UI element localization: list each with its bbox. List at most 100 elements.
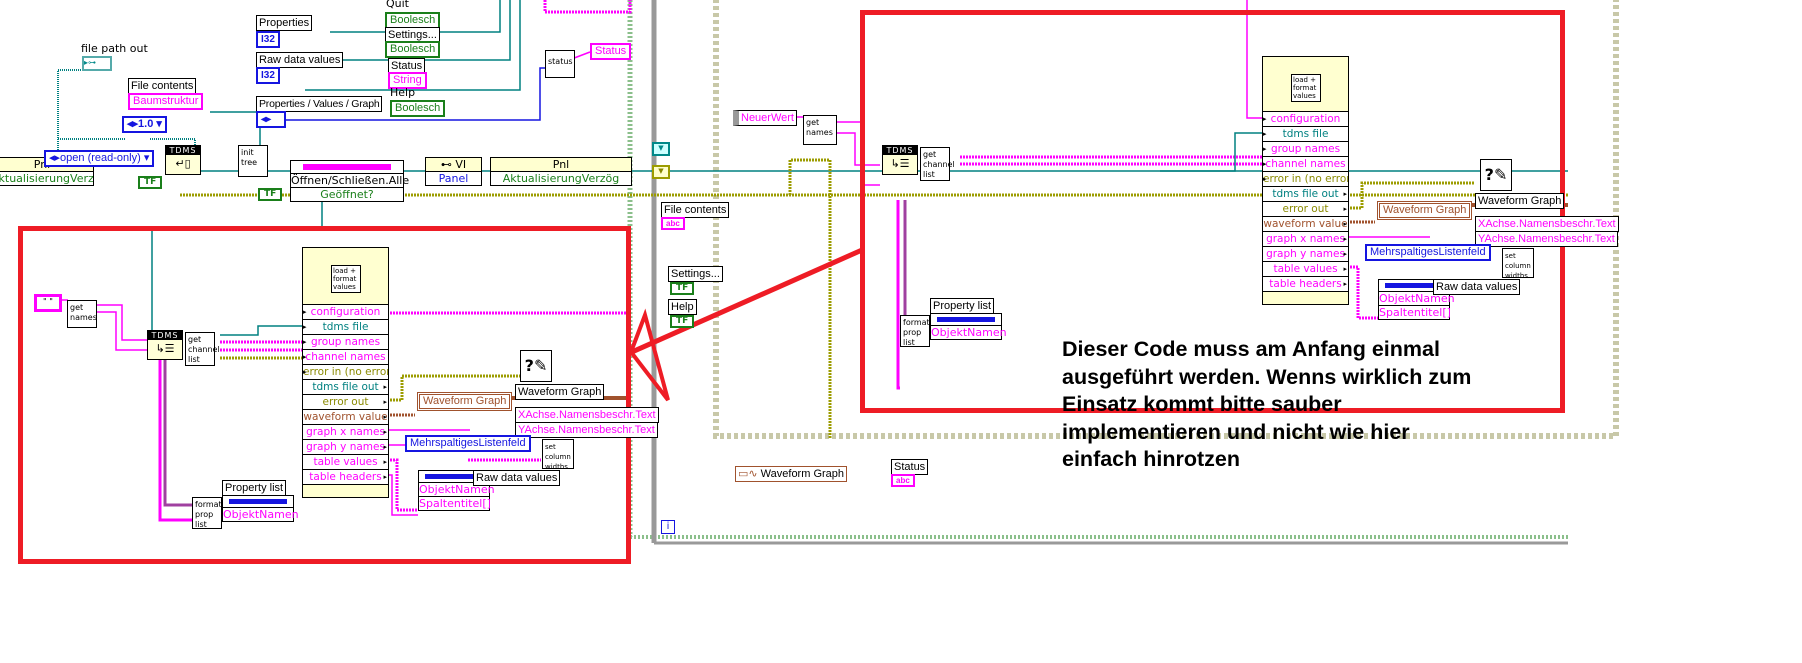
empty-string-constant[interactable]: " " — [34, 294, 62, 312]
node-header: load + format values — [1263, 57, 1348, 111]
open-mode-enum[interactable]: ◂▸open (read-only) ▾ — [44, 150, 155, 167]
case-structure-border — [713, 0, 1619, 439]
node-terminal-tdms-file-out[interactable]: tdms file out — [303, 379, 388, 394]
node-terminal-graph-y-names[interactable]: graph y names — [1263, 246, 1348, 261]
objekt-namen-property[interactable]: ObjektNamen — [419, 482, 495, 496]
xaxis-property[interactable]: XAchse.Namensbeschr.Text — [1475, 216, 1619, 232]
node-terminal-table-values[interactable]: table values — [1263, 261, 1348, 276]
node-terminal-table-headers[interactable]: table headers — [1263, 276, 1348, 291]
node-terminal-group-names[interactable]: group names — [1263, 141, 1348, 156]
waveform-graph-ref[interactable]: Waveform Graph — [1377, 201, 1473, 220]
waveform-graph-terminal[interactable]: ▭∿ Waveform Graph — [735, 466, 848, 482]
annotation-arrow — [630, 247, 864, 355]
node-terminal-error-in-no-error-[interactable]: error in (no error) — [1263, 171, 1348, 186]
boolean-constant[interactable]: TF — [258, 188, 283, 201]
properties-terminal[interactable]: I32 — [256, 31, 280, 48]
node-terminal-graph-x-names[interactable]: graph x names — [1263, 231, 1348, 246]
set-column-widths-subvi[interactable]: set column widths — [1502, 248, 1534, 280]
shift-register-icon[interactable]: ▼ — [652, 142, 670, 156]
open-close-all: Öffnen/Schließen.Alle — [291, 173, 410, 187]
status-indicator[interactable]: Status — [590, 43, 632, 60]
help-ref[interactable]: Boolesch — [390, 100, 446, 117]
property-list-node[interactable]: ObjektNamen — [930, 313, 1007, 340]
spaltentitel-property[interactable]: Spaltentitel[] — [1379, 305, 1451, 319]
pvg-label: Properties / Values / Graph — [256, 96, 383, 112]
objekt-namen-property[interactable]: ObjektNamen — [931, 325, 1007, 339]
load-format-values-node[interactable]: load + format valuesconfigurationtdms fi… — [302, 247, 389, 498]
node-terminal-group-names[interactable]: group names — [303, 334, 388, 349]
help-terminal[interactable]: TF — [670, 315, 695, 328]
node-terminal-error-out[interactable]: error out — [1263, 201, 1348, 216]
listbox-ref[interactable]: MehrspaltigesListenfeld — [405, 435, 531, 452]
tdms-list-contents-node[interactable]: TDMS↳☰ — [882, 145, 918, 175]
clear-errors-icon[interactable]: ?✎ — [1480, 159, 1512, 191]
objekt-namen-property[interactable]: ObjektNamen — [1379, 291, 1455, 305]
clear-errors-icon[interactable]: ?✎ — [520, 350, 552, 382]
node-terminal-configuration[interactable]: configuration — [303, 304, 388, 319]
load-format-values-subvi[interactable]: load + format values — [331, 265, 361, 293]
tdms-open-node[interactable]: TDMS↵▯ — [165, 145, 201, 175]
tdms-list-contents-node[interactable]: TDMS↳☰ — [147, 330, 183, 360]
node-terminal-tdms-file[interactable]: tdms file — [303, 319, 388, 334]
version-ring[interactable]: ◂▸1.0 ▾ — [122, 116, 167, 133]
format-prop-list-subvi[interactable]: format prop list — [900, 315, 930, 347]
node-footer — [303, 484, 388, 497]
node-terminal-tdms-file[interactable]: tdms file — [1263, 126, 1348, 141]
node-terminal-tdms-file-out[interactable]: tdms file out — [1263, 186, 1348, 201]
status-ref[interactable]: String — [388, 72, 427, 89]
node-terminal-error-out[interactable]: error out — [303, 394, 388, 409]
tdms-label: TDMS — [148, 331, 182, 340]
node-terminal-error-in-no-error-[interactable]: error in (no error) — [303, 364, 388, 379]
neuer-wert-terminal[interactable]: NeuerWert — [733, 110, 797, 126]
init-tree-subvi[interactable]: init tree — [238, 145, 268, 177]
listbox-ref[interactable]: MehrspaltigesListenfeld — [1365, 244, 1491, 261]
status-terminal[interactable]: abc — [891, 474, 915, 487]
yaxis-property[interactable]: YAchse.Namensbeschr.Text — [1475, 231, 1618, 247]
path-indicator-icon[interactable]: ▸⊶ — [82, 56, 112, 71]
get-channel-list-subvi[interactable]: get channel list — [185, 332, 220, 366]
load-format-values-node[interactable]: load + format valuesconfigurationtdms fi… — [1262, 56, 1349, 305]
boolean-constant[interactable]: TF — [138, 176, 163, 189]
yaxis-property[interactable]: YAchse.Namensbeschr.Text — [515, 422, 658, 438]
get-names-subvi[interactable]: get names — [803, 115, 837, 145]
annotation-box-right — [860, 10, 1565, 413]
spaltentitel-property[interactable]: Spaltentitel[] — [419, 496, 491, 510]
settings-terminal[interactable]: TF — [670, 282, 695, 295]
help-label: Help — [390, 86, 416, 99]
node-terminal-channel-names[interactable]: channel names — [303, 349, 388, 364]
get-names-subvi[interactable]: get names — [67, 300, 97, 328]
settings-ref[interactable]: Boolesch — [385, 41, 441, 58]
node-terminal-waveform-value[interactable]: waveform value — [303, 409, 388, 424]
node-terminal-waveform-value[interactable]: waveform value — [1263, 216, 1348, 231]
node-terminal-table-headers[interactable]: table headers — [303, 469, 388, 484]
shift-register-icon[interactable]: ▼ — [652, 165, 670, 179]
waveform-graph-ref[interactable]: Waveform Graph — [417, 392, 513, 411]
status-subvi[interactable]: status — [545, 50, 575, 78]
format-prop-list-subvi[interactable]: format prop list — [192, 497, 222, 529]
node-terminal-table-values[interactable]: table values — [303, 454, 388, 469]
property-list-node[interactable]: ObjektNamen — [222, 495, 299, 522]
node-header: load + format values — [303, 248, 388, 304]
properties-label: Properties — [256, 15, 313, 31]
file-contents-terminal[interactable]: abc — [661, 217, 685, 230]
tdms-label: TDMS — [883, 146, 917, 155]
iteration-terminal[interactable]: i — [661, 520, 675, 534]
node-terminal-configuration[interactable]: configuration — [1263, 111, 1348, 126]
objekt-namen-property[interactable]: ObjektNamen — [223, 507, 299, 521]
set-column-widths-subvi[interactable]: set column widths — [542, 439, 574, 471]
file-contents-ref[interactable]: Baumstruktur — [128, 93, 204, 110]
node-terminal-channel-names[interactable]: channel names — [1263, 156, 1348, 171]
node-terminal-graph-x-names[interactable]: graph x names — [303, 424, 388, 439]
pvg-tab-terminal[interactable]: ◂▸ — [256, 111, 286, 128]
load-format-values-subvi[interactable]: load + format values — [1291, 74, 1321, 102]
raw-data-terminal[interactable]: I32 — [256, 67, 280, 84]
raw-data-values-label: Raw data values — [473, 470, 561, 486]
node-terminal-graph-y-names[interactable]: graph y names — [303, 439, 388, 454]
get-channel-list-subvi[interactable]: get channel list — [920, 147, 955, 181]
version-value: 1.0 — [138, 118, 154, 130]
xaxis-property[interactable]: XAchse.Namensbeschr.Text — [515, 407, 659, 423]
